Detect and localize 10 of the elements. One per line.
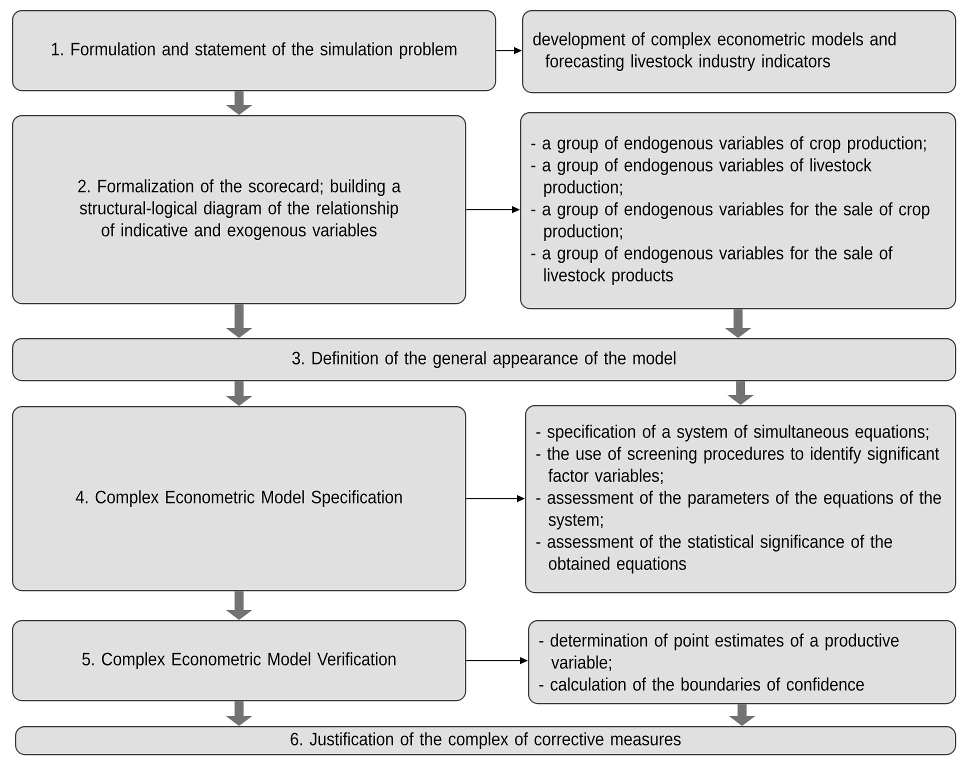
list-box: - specification of a system of simultaneous equations; - the use of screening procedures to identify significant factor variables; - assessment of the parameters of the equations of the system; - assessment of the statistical significance of the obtained equations bbox=[525, 405, 956, 594]
process-box: 6. Justification of the complex of corrective measures bbox=[15, 726, 956, 756]
list-box: - determination of point estimates of a productive variable; - calculation of the boundaries of confidence bbox=[528, 620, 956, 704]
process-box: 1. Formulation and statement of the simulation problem bbox=[12, 10, 496, 92]
process-box: 4. Complex Econometric Model Specification bbox=[12, 406, 466, 592]
process-box: 2. Formalization of the scorecard; building a structural-logical diagram of the relationship of indicative and exogenous variables bbox=[12, 115, 466, 304]
list-box: - a group of endogenous variables of crop production; - a group of endogenous variables of livestock production; - a group of endogenous variables for the sale of crop production; - a group of endogenous variables for the sale of livestock products bbox=[520, 112, 956, 310]
process-box: 5. Complex Econometric Model Verification bbox=[12, 620, 466, 702]
process-box: 3. Definition of the general appearance of the model bbox=[12, 338, 956, 382]
list-box: development of complex econometric models and forecasting livestock industry indicators bbox=[522, 10, 956, 94]
